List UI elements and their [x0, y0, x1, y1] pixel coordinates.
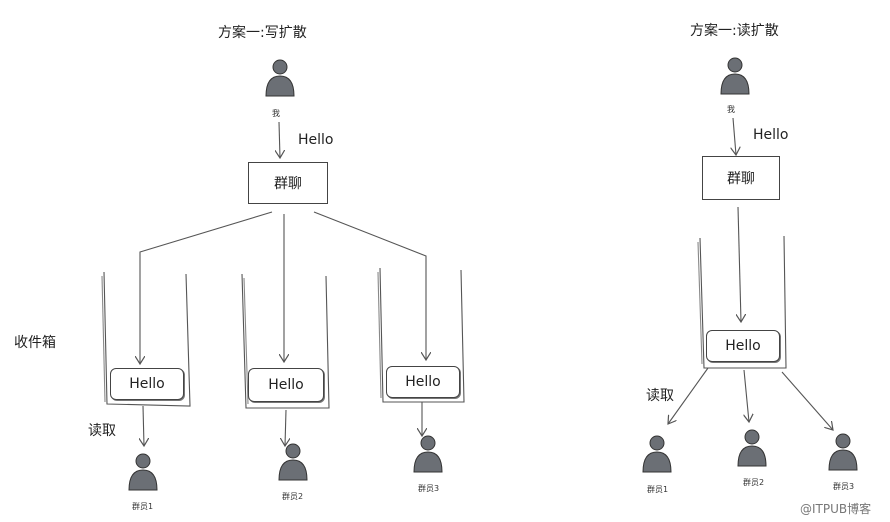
- message-label: Hello: [753, 127, 789, 143]
- inbox-label: 收件箱: [14, 335, 56, 351]
- watermark: @ITPUB博客: [800, 502, 872, 516]
- group-chat-box: 群聊: [702, 156, 780, 200]
- inbox-container-1-shadow: [101, 275, 106, 403]
- member-label-1: 群员1: [647, 485, 669, 494]
- person-icon: [642, 435, 672, 473]
- arrow-storage-to-member-1: [668, 367, 709, 424]
- inbox-container-1: [103, 271, 191, 407]
- member-label-1: 群员1: [132, 502, 154, 511]
- right-title: 方案一:读扩散: [690, 23, 779, 39]
- arrow-me-to-group-right: [733, 117, 736, 155]
- arrow-me-to-group-left: [279, 121, 280, 158]
- arrow-group-to-storage: [738, 206, 741, 322]
- arrow-inbox-to-member-2: [285, 409, 286, 446]
- person-icon: [128, 453, 158, 491]
- inbox-container-3: [379, 267, 465, 403]
- member-label-3: 群员3: [833, 482, 855, 491]
- member-label-2: 群员2: [282, 492, 304, 501]
- inbox-message-3: Hello: [386, 366, 460, 398]
- arrow-storage-to-member-2: [744, 369, 749, 422]
- inbox-message-1: Hello: [110, 368, 184, 400]
- left-title: 方案一:写扩散: [218, 25, 307, 41]
- arrow-group-to-inbox-1: [140, 211, 273, 364]
- read-label: 读取: [646, 388, 674, 404]
- person-icon: [720, 57, 750, 95]
- person-icon: [413, 435, 443, 473]
- inbox-container-2: [241, 273, 330, 409]
- message-label: Hello: [298, 132, 334, 148]
- inbox-container-3-shadow: [377, 271, 382, 399]
- read-label: 读取: [88, 423, 116, 439]
- person-icon: [265, 59, 295, 97]
- person-icon: [737, 429, 767, 467]
- inbox-container-2-shadow: [243, 277, 249, 405]
- arrow-inbox-to-member-1: [143, 405, 144, 446]
- me-label: 我: [727, 105, 735, 114]
- person-icon: [828, 433, 858, 471]
- member-label-2: 群员2: [743, 478, 765, 487]
- me-label: 我: [272, 109, 280, 118]
- storage-container-shadow: [697, 241, 703, 365]
- stored-message: Hello: [706, 330, 780, 362]
- storage-container: [699, 235, 787, 369]
- group-chat-box: 群聊: [248, 162, 328, 204]
- member-label-3: 群员3: [418, 484, 440, 493]
- person-icon: [278, 443, 308, 481]
- arrow-storage-to-member-3: [781, 371, 833, 430]
- arrow-group-to-inbox-3: [313, 211, 426, 360]
- inbox-message-2: Hello: [248, 368, 324, 402]
